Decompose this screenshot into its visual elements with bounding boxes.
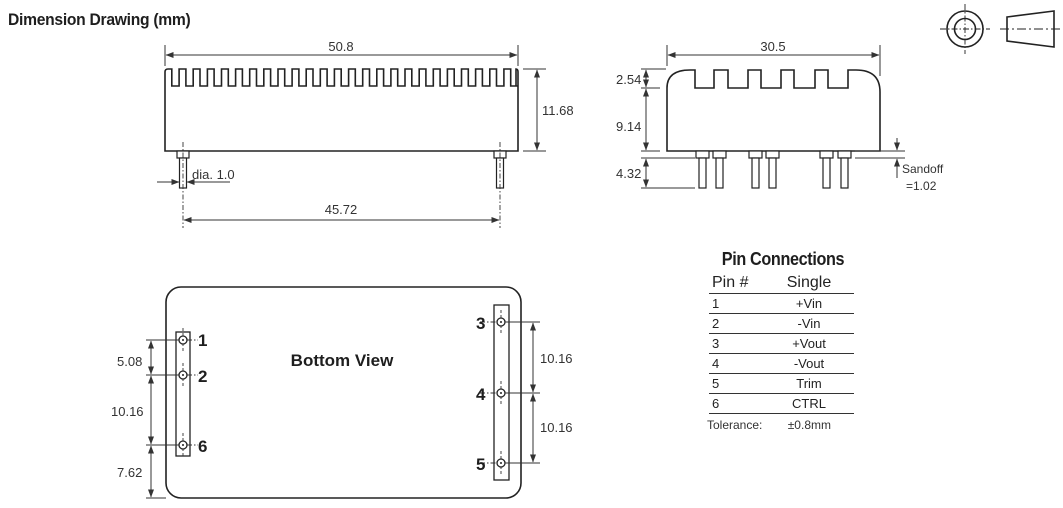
front-view-body	[164, 68, 519, 152]
dim-pin2-pin6: 10.16	[111, 404, 144, 419]
side-view-pins	[695, 150, 852, 189]
header-pin: Pin #	[709, 272, 764, 294]
front-view: 50.8 11.68 dia. 1.0 45.72	[157, 39, 574, 228]
pin-hole-1	[166, 328, 198, 352]
side-pin	[765, 150, 780, 189]
pin-length-label: 4.32	[616, 166, 641, 181]
bottom-view-outline	[165, 286, 522, 499]
pin-cell: 4	[709, 353, 764, 374]
side-pin	[712, 150, 727, 189]
table-row: 3+Vout	[709, 333, 854, 354]
side-pin	[748, 150, 763, 189]
function-cell: Trim	[764, 373, 854, 394]
table-row: 4-Vout	[709, 353, 854, 374]
pin-cell: 2	[709, 313, 764, 334]
bottom-view-label: Bottom View	[291, 351, 394, 370]
function-cell: -Vin	[764, 313, 854, 334]
pin-connections: Pin Connections Pin # Single 1+Vin 2-Vin…	[706, 249, 856, 432]
drawing-title: Dimension Drawing (mm)	[8, 10, 191, 29]
pin-label-5: 5	[476, 455, 485, 474]
pin-label-6: 6	[198, 437, 207, 456]
side-pin	[695, 150, 710, 189]
side-pin	[837, 150, 852, 189]
dim-pin6-edge: 7.62	[117, 465, 142, 480]
pin-label-1: 1	[198, 331, 207, 350]
function-cell: +Vin	[764, 293, 854, 314]
header-single: Single	[764, 272, 854, 294]
pin-cell: 6	[709, 393, 764, 414]
dim-pin4-pin5: 10.16	[540, 420, 573, 435]
function-cell: -Vout	[764, 353, 854, 374]
pin-cell: 1	[709, 293, 764, 314]
standoff-label: Sandoff	[902, 162, 944, 176]
pin-label-2: 2	[198, 367, 207, 386]
side-view: 30.5 2.54 9.14 4.32 Sandoff =1.02	[616, 39, 944, 193]
front-height-label: 11.68	[542, 103, 574, 118]
side-pin	[819, 150, 834, 189]
pin-hole-2	[166, 363, 198, 387]
third-angle-projection-circles-icon	[940, 4, 990, 54]
table-row: 1+Vin	[709, 293, 854, 314]
pin-spacing-label: 45.72	[325, 202, 358, 217]
pin-hole-6	[166, 433, 198, 457]
standoff-value: =1.02	[906, 179, 937, 193]
third-angle-projection-cone-icon	[1000, 10, 1063, 48]
pin-cell: 5	[709, 373, 764, 394]
tolerance-value: ±0.8mm	[787, 418, 831, 432]
pin-label-3: 3	[476, 314, 485, 333]
function-cell: +Vout	[764, 333, 854, 354]
side-width-label: 30.5	[760, 39, 785, 54]
pin-connections-title: Pin Connections	[721, 249, 845, 269]
dim-pin3-pin4: 10.16	[540, 351, 573, 366]
function-cell: CTRL	[764, 393, 854, 414]
front-length-label: 50.8	[328, 39, 353, 54]
pin-diameter-label: dia. 1.0	[192, 167, 235, 182]
pin-label-4: 4	[476, 385, 486, 404]
tolerance-note: Tolerance: ±0.8mm	[707, 418, 856, 432]
table-row: 2-Vin	[709, 313, 854, 334]
table-header-row: Pin # Single	[709, 272, 854, 294]
pin-connections-table: Pin # Single 1+Vin 2-Vin 3+Vout 4-Vout 5…	[709, 272, 854, 414]
bottom-view: Bottom View 5.08 10.16 7.62 10.16 10.16	[111, 286, 573, 499]
fin-height-label: 2.54	[616, 72, 641, 87]
body-height-label: 9.14	[616, 119, 641, 134]
dim-pin1-pin2: 5.08	[117, 354, 142, 369]
side-view-body	[666, 69, 881, 152]
pin-cell: 3	[709, 333, 764, 354]
tolerance-label: Tolerance:	[707, 418, 763, 432]
